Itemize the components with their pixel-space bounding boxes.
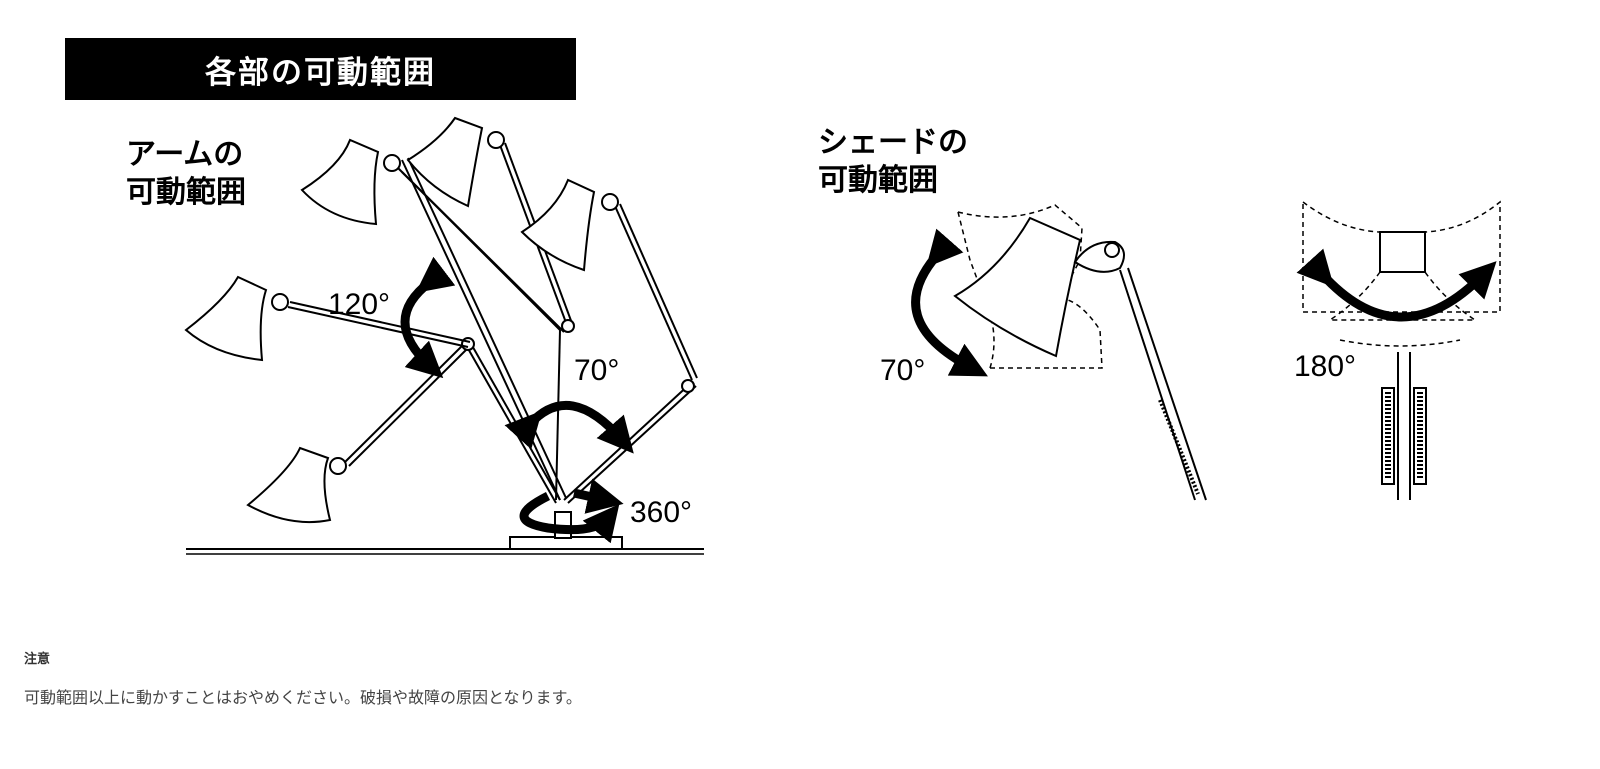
arm-rotation-arrows bbox=[400, 256, 634, 544]
shade-swivel-illustration bbox=[1302, 200, 1501, 500]
caution-heading: 注意 bbox=[24, 652, 51, 667]
arm-label-line1: アームの bbox=[126, 137, 244, 172]
caution-text: 可動範囲以上に動かすことはおやめください。破損や故障の原因となります。 bbox=[24, 688, 582, 707]
arm-lamp-illustration bbox=[184, 116, 704, 555]
arm-range-label: アームの 可動範囲 bbox=[126, 136, 246, 212]
arm-position-right bbox=[520, 178, 698, 504]
section-title: 各部の可動範囲 bbox=[65, 38, 576, 100]
arm-angle-360: 360° bbox=[630, 496, 692, 529]
arm-position-low-left bbox=[246, 337, 561, 524]
arm-360-arrow bbox=[519, 491, 620, 544]
arm-position-top-left bbox=[300, 138, 565, 501]
shade-range-label: シェードの 可動範囲 bbox=[818, 124, 968, 200]
shade-angle-180: 180° bbox=[1294, 350, 1356, 383]
shade-label-line2: 可動範囲 bbox=[818, 163, 938, 198]
arm-position-top-center bbox=[401, 116, 575, 501]
shade-angle-70: 70° bbox=[880, 354, 925, 387]
arm-70-arrow bbox=[504, 400, 634, 454]
arm-angle-70: 70° bbox=[574, 354, 619, 387]
arm-label-line2: 可動範囲 bbox=[126, 175, 246, 210]
shade-tilt-illustration bbox=[953, 204, 1207, 501]
arm-120-arrow bbox=[400, 256, 456, 379]
shade-label-line1: シェードの bbox=[818, 125, 968, 160]
shade-swivel-arrow bbox=[1296, 248, 1497, 322]
arm-angle-120: 120° bbox=[328, 288, 390, 321]
shade-tilt-arrow bbox=[911, 228, 988, 377]
